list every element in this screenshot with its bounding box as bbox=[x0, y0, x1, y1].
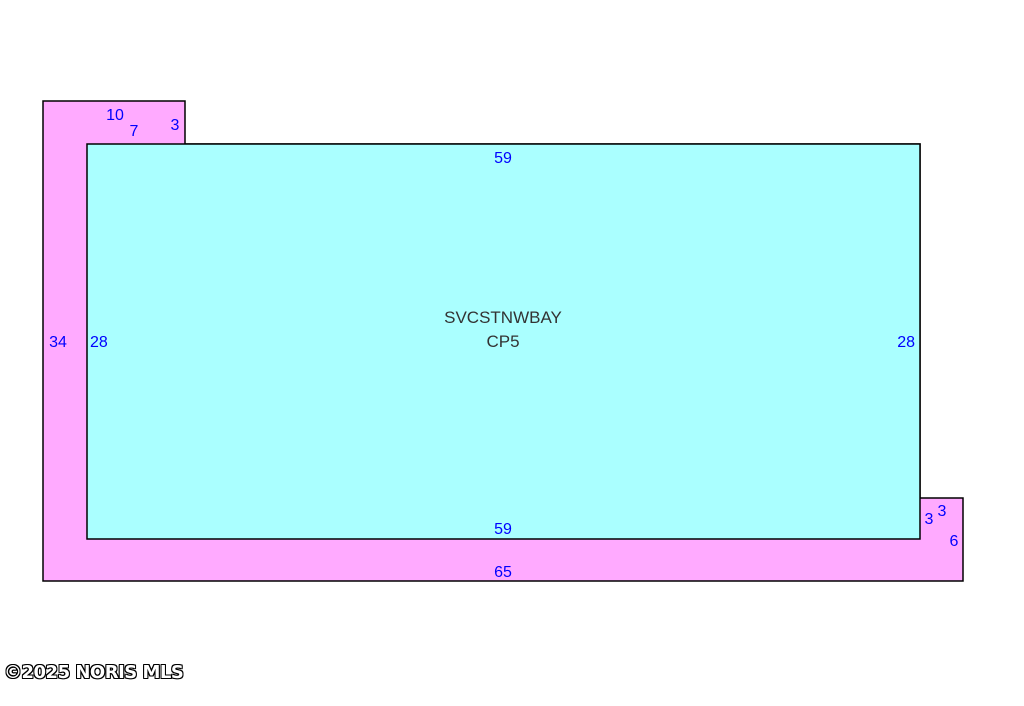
main-area-shape bbox=[86, 143, 921, 540]
dimension-inner-bottom-right: 3 bbox=[925, 511, 934, 528]
dimension-notch-top-middle: 7 bbox=[130, 123, 139, 140]
dimension-outer-left: 34 bbox=[49, 334, 67, 351]
copyright-watermark: ©2025 NORIS MLS bbox=[4, 662, 184, 683]
main-area-name: SVCSTNWBAY bbox=[444, 308, 562, 327]
dimension-inner-top: 59 bbox=[494, 150, 512, 167]
dimension-outer-bottom: 65 bbox=[494, 564, 512, 581]
dimension-notch-bottom-right-side: 6 bbox=[950, 533, 959, 550]
dimension-inner-bottom: 59 bbox=[494, 521, 512, 538]
dimension-inner-right: 28 bbox=[897, 334, 915, 351]
dimension-inner-left: 28 bbox=[90, 334, 108, 351]
dimension-notch-top-left: 10 bbox=[106, 107, 124, 124]
dimension-notch-top-right: 3 bbox=[171, 117, 180, 134]
dimension-notch-bottom-right-top: 3 bbox=[938, 503, 947, 520]
main-area-code: CP5 bbox=[486, 332, 519, 351]
